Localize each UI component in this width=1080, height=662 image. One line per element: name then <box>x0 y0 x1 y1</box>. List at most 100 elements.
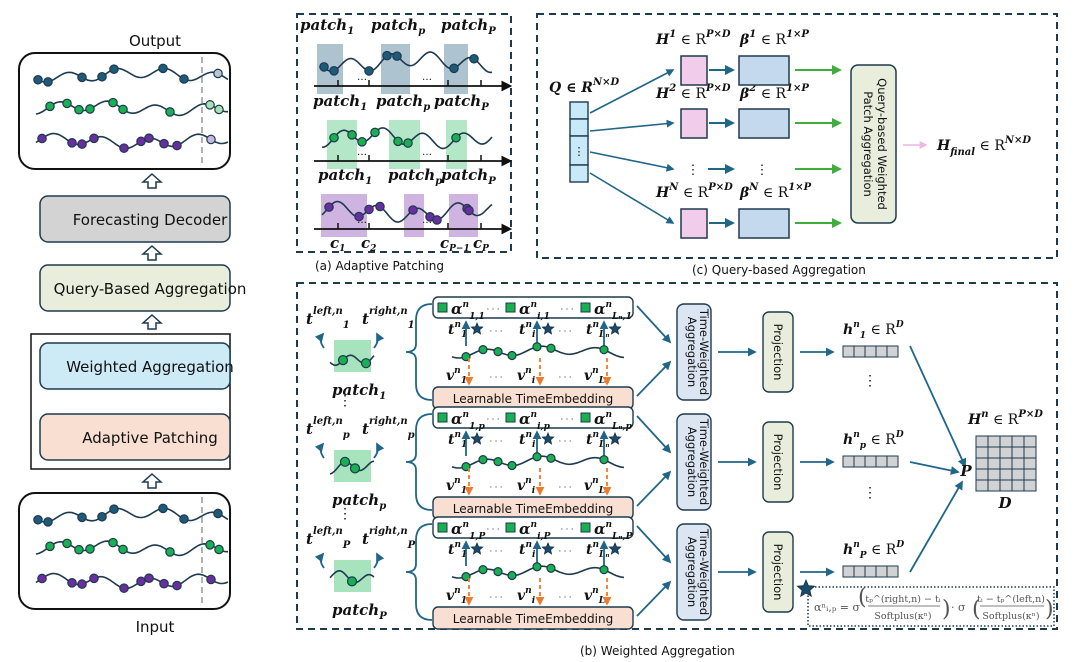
input-series <box>33 497 229 605</box>
ellipsis: · · · <box>490 547 503 556</box>
data-point <box>493 347 503 357</box>
patch-label: patchp <box>388 166 442 187</box>
query-based-weighted-patch-aggregation-box <box>850 64 897 224</box>
formula-paren: ( <box>972 597 981 622</box>
h-vector-cell <box>842 345 855 358</box>
data-point <box>136 576 146 587</box>
data-point <box>546 343 556 353</box>
hn-matrix-cell <box>999 479 1013 492</box>
forecast-point <box>214 104 224 115</box>
forecasting-decoder-box <box>39 195 231 243</box>
learnable-time-embedding-label: Learnable TimeEmbedding <box>453 392 613 406</box>
ellipsis: … <box>357 215 367 226</box>
ellipsis: … <box>422 147 432 158</box>
ellipsis: · · · <box>487 305 500 314</box>
data-point <box>165 547 175 557</box>
beta-label: β1 ∈ R1×P <box>739 29 809 48</box>
h-matrix-label: H2 ∈ RP×D <box>655 83 731 102</box>
hn-matrix-cell <box>1023 479 1037 492</box>
data-point <box>77 72 87 83</box>
weight-square-icon <box>505 412 516 423</box>
row-vdots: ⋮ <box>338 393 352 409</box>
hn-matrix-cell <box>999 457 1013 470</box>
patch-region <box>446 120 467 169</box>
data-point <box>62 538 72 549</box>
hn-matrix-cell <box>1011 457 1025 470</box>
data-point <box>165 107 175 117</box>
data-point <box>45 101 55 112</box>
data-point <box>33 514 43 525</box>
patch-label: patchp <box>332 491 386 512</box>
time-weighted-aggregation-box <box>676 413 712 511</box>
data-point <box>532 452 542 462</box>
h-vector-cell <box>886 345 899 358</box>
data-point <box>464 205 474 216</box>
v-value-label: vni <box>517 586 536 606</box>
data-point <box>360 358 372 369</box>
data-point <box>354 211 364 222</box>
twa-label-line2: Aggregation <box>685 427 699 497</box>
patch-label: patch1 <box>332 381 386 402</box>
data-point <box>339 456 351 467</box>
h-vector-cell <box>853 455 866 468</box>
h-vdots: ⋮ <box>687 163 700 178</box>
v-value-label: vnLₙ <box>584 476 609 496</box>
hn-matrix-cell <box>987 457 1001 470</box>
patch-label: patchP <box>332 601 387 622</box>
axis-label-c: c1 <box>330 234 345 254</box>
h-vector-cell <box>886 565 899 578</box>
t-obs-label: tn1 <box>448 320 467 340</box>
hn-matrix-cell <box>1023 435 1037 448</box>
data-point <box>370 127 380 138</box>
left-boundary-arrow <box>314 332 325 349</box>
hn-matrix-cell <box>987 468 1001 481</box>
star-icon <box>470 541 484 555</box>
panel-b-caption: (b) Weighted Aggregation <box>580 644 735 658</box>
alpha-weight-label: αnLₙ,1 <box>594 300 632 322</box>
h-matrix-label: H1 ∈ RP×D <box>655 29 731 48</box>
right-boundary-arrow <box>373 442 385 459</box>
star-icon <box>541 431 555 445</box>
data-point <box>109 504 119 514</box>
data-point <box>324 202 334 212</box>
data-point <box>451 132 461 143</box>
h-vector-cell <box>875 345 888 358</box>
hn-matrix-cell <box>999 435 1013 448</box>
t-obs-label: tnLₙ <box>586 430 609 450</box>
data-point <box>478 455 488 465</box>
formula-denominator-1: Softplus(κⁿ) <box>874 611 931 622</box>
ellipsis: · · · <box>490 483 503 492</box>
aggregator-label-line1: Query-based Weighted <box>875 78 889 210</box>
ellipsis: … <box>357 72 367 83</box>
axis-label-c: cP−1 <box>440 234 470 254</box>
hn-matrix-cell <box>975 479 989 492</box>
beta-label: β2 ∈ R1×P <box>739 83 809 102</box>
data-point <box>144 133 154 144</box>
axis-label-c: cP <box>473 234 489 254</box>
t-obs-label: tnLₙ <box>586 540 609 560</box>
up-arrow-icon <box>141 313 163 330</box>
v-value-label: vnLₙ <box>584 366 609 386</box>
patch-label: patchp <box>376 92 430 113</box>
data-point <box>77 579 87 589</box>
alpha-weight-label: αn1,p <box>451 410 485 432</box>
ellipsis: · · · <box>487 415 500 424</box>
data-point <box>507 460 517 471</box>
v-value-label: vnLₙ <box>584 586 609 606</box>
hn-matrix-cell <box>975 446 989 459</box>
patch-label: patchP <box>434 92 489 113</box>
data-point <box>214 544 224 555</box>
data-point <box>382 50 392 61</box>
data-point <box>179 514 189 524</box>
adaptive-patching-label: Adaptive Patching <box>82 429 218 447</box>
up-arrow-icon <box>141 472 163 489</box>
panel-a-border <box>296 13 512 253</box>
series-line <box>35 507 229 523</box>
h-vector-cell <box>842 455 855 468</box>
hn-matrix-cell <box>975 457 989 470</box>
ellipsis: · · · <box>559 373 572 382</box>
d-dimension-label: D <box>997 494 1011 512</box>
weight-square-icon <box>437 522 448 533</box>
alpha-to-twa-arrow <box>636 305 672 344</box>
